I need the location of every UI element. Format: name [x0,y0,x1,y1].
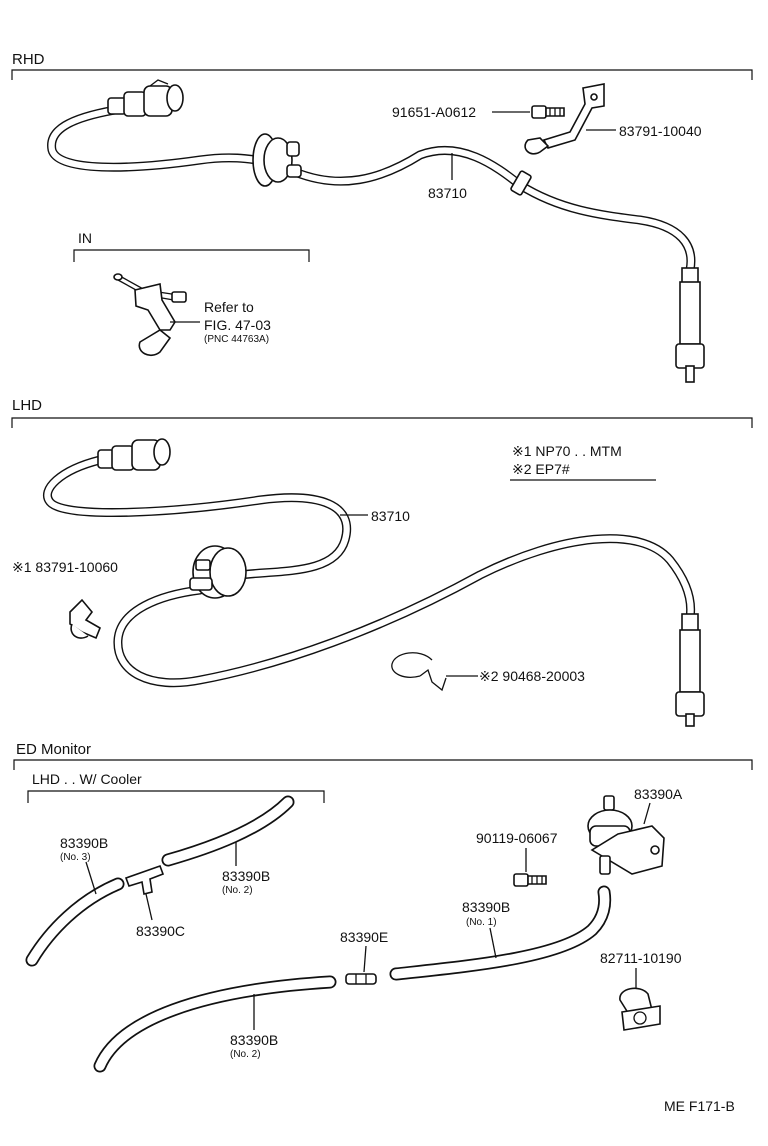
clamp-82711-label: 82711-10190 [600,950,682,966]
rhd-inset-bracket-part [113,273,187,357]
figure-code: ME F171-B [664,1098,735,1114]
lhd-retaining-ring [391,652,447,692]
tee-83390c-label: 83390C [136,923,185,939]
ed-subsection-title: LHD . . W/ Cooler [32,771,142,787]
joint-83390e-leader [363,945,367,973]
valve-83390a-label: 83390A [634,786,683,802]
lhd-grommet [189,545,247,599]
rhd-section-title: RHD [12,51,45,68]
hose-83390b-no3 [25,877,125,967]
rhd-inset-frame [73,249,310,262]
ed-section-title: ED Monitor [16,741,91,758]
bolt-90119 [513,873,547,887]
lhd-ring-label: ※2 90468-20003 [479,668,585,684]
tee-83390c [124,864,165,895]
rhd-bracket [524,83,605,155]
hose-no2-top-label: 83390B [222,868,270,884]
lhd-clamp-label: ※1 83791-10060 [12,559,118,575]
rhd-cable-collar [510,170,532,196]
lhd-clamp [69,598,102,640]
rhd-bracket-label: 83791-10040 [619,123,702,139]
hose-83390b-no2-top [161,795,295,867]
lhd-note-2: ※2 EP7# [512,461,570,477]
hose-no1-label: 83390B [462,899,510,915]
rhd-speedometer-cable [47,105,696,275]
clamp-82711 [619,987,661,1031]
rhd-inset-pnc: (PNC 44763A) [204,334,269,345]
bolt-90119-label: 90119-06067 [476,830,558,846]
ed-section-frame [13,759,753,770]
joint-83390e [345,973,377,985]
lhd-note-1: ※1 NP70 . . MTM [512,443,622,459]
hose-no2-bottom-label: 83390B [230,1032,278,1048]
hose-83390b-no1 [389,885,612,981]
rhd-bolt-label: 91651-A0612 [392,104,476,120]
rhd-bolt [531,105,565,119]
rhd-inset-fig: FIG. 47-03 [204,317,271,333]
lhd-section-frame [11,417,753,428]
hose-no2-top-sub: (No. 2) [222,885,253,896]
rhd-inset-refer: Refer to [204,299,254,315]
joint-83390e-label: 83390E [340,929,388,945]
hose-no3-sub: (No. 3) [60,852,91,863]
lhd-cable-label: 83710 [371,508,410,524]
lhd-section-title: LHD [12,397,42,414]
tee-83390c-leader [145,893,153,921]
hose-no1-sub: (No. 1) [466,917,497,928]
rhd-inset-title: IN [78,230,92,246]
lhd-cable-lower-fitting [675,613,705,727]
valve-83390a [587,795,665,875]
rhd-cable-upper-connector [107,79,184,117]
hose-no1-leader [489,927,497,959]
rhd-cable-label: 83710 [428,185,467,201]
valve-83390a-leader [643,802,651,825]
hose-no3-leader [85,861,97,895]
lhd-speedometer-cable [43,455,696,688]
hose-no3-label: 83390B [60,835,108,851]
hose-83390b-no2-bottom [93,975,337,1073]
rhd-cable-lower-fitting [675,267,705,383]
lhd-cable-upper-connector [97,438,171,471]
hose-no2-bottom-sub: (No. 2) [230,1049,261,1060]
rhd-section-frame [11,69,753,80]
ed-subsection-frame [27,790,325,803]
rhd-grommet [252,133,302,187]
